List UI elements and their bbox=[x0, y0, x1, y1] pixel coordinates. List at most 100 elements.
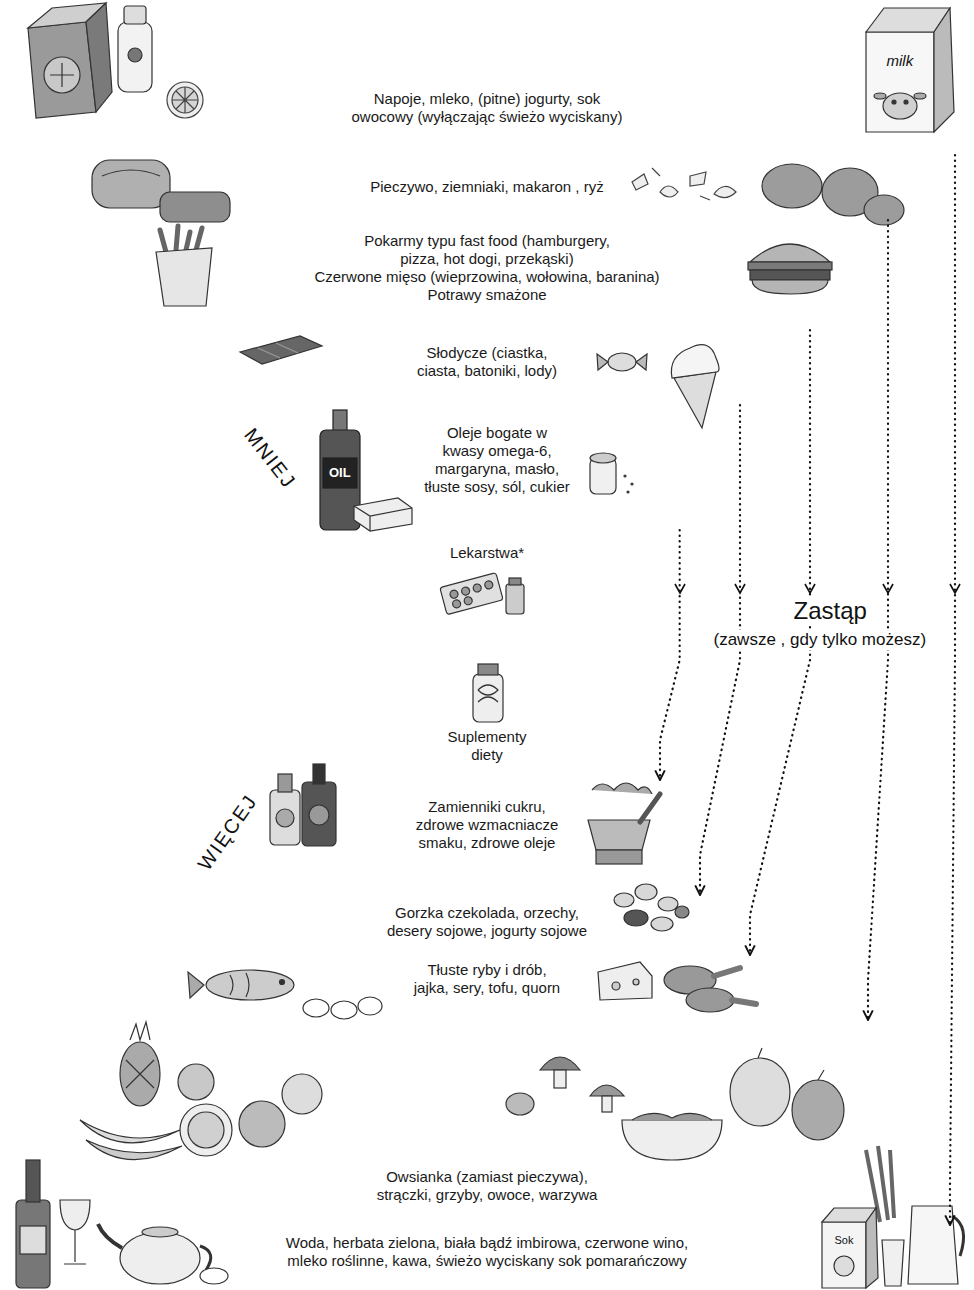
band-text: Pokarmy typu fast food (hamburgery, pizz… bbox=[327, 232, 647, 268]
medicines bbox=[484, 580, 494, 590]
potatoes bbox=[762, 164, 822, 208]
band-text: Lekarstwa* bbox=[450, 544, 524, 562]
orange-juice-carton bbox=[50, 63, 74, 87]
milk-carton bbox=[892, 100, 896, 104]
eggs bbox=[358, 997, 382, 1015]
drinks bbox=[16, 1200, 50, 1288]
mushrooms-and-vegetables bbox=[554, 1070, 566, 1088]
drinks bbox=[60, 1200, 90, 1230]
medicines bbox=[440, 573, 503, 615]
milk-carton bbox=[866, 32, 934, 132]
salt-shaker bbox=[631, 483, 633, 485]
fruits bbox=[239, 1101, 285, 1147]
potatoes bbox=[762, 164, 904, 225]
drumsticks bbox=[664, 966, 756, 1012]
band-text: Pieczywo, ziemniaki, makaron , ryż bbox=[370, 178, 603, 196]
butter bbox=[354, 506, 412, 531]
band-shape bbox=[81, 155, 893, 220]
medicines bbox=[449, 589, 459, 599]
pyramid-band: Woda, herbata zielona, biała bądź imbiro… bbox=[20, 1225, 954, 1290]
mortar-and-herbs bbox=[592, 783, 652, 794]
drumsticks bbox=[732, 1000, 756, 1004]
fruits bbox=[80, 1022, 322, 1160]
orange-juice-carton bbox=[28, 22, 96, 118]
fruits bbox=[178, 1064, 214, 1100]
replace-heading: Zastąp bbox=[791, 597, 870, 625]
band-text: Potrawy smażone bbox=[427, 286, 546, 304]
band-shape bbox=[264, 895, 709, 955]
oil-bottles bbox=[313, 764, 325, 784]
yogurt-bottle bbox=[124, 6, 146, 24]
oil-bottles bbox=[309, 805, 329, 825]
pasta bbox=[690, 172, 706, 186]
sweets bbox=[597, 345, 719, 428]
mushrooms-and-vegetables bbox=[758, 1048, 824, 1080]
hamburger bbox=[748, 244, 832, 294]
band-text: Zamienniki cukru, zdrowe wzmacniacze sma… bbox=[407, 798, 567, 852]
pasta bbox=[632, 168, 736, 200]
supplement-bottle bbox=[478, 685, 498, 702]
mushrooms-and-vegetables bbox=[730, 1058, 790, 1126]
replace-arrow bbox=[700, 405, 740, 895]
fruits bbox=[188, 1112, 224, 1148]
orange-juice-carton bbox=[44, 57, 80, 93]
fish bbox=[188, 972, 204, 998]
band-shape bbox=[290, 405, 683, 530]
medicines bbox=[509, 578, 521, 585]
band-text: Woda, herbata zielona, biała bądź imbiro… bbox=[237, 1234, 737, 1270]
oil-bottles bbox=[276, 809, 294, 827]
drinks bbox=[822, 1222, 866, 1288]
band-shape bbox=[67, 1020, 907, 1225]
mushrooms-and-vegetables bbox=[602, 1096, 612, 1112]
bread bbox=[160, 192, 230, 222]
orange-juice-carton bbox=[86, 3, 112, 112]
oil-bottles bbox=[270, 764, 336, 846]
eggs bbox=[331, 1001, 357, 1019]
salt-shaker bbox=[590, 453, 616, 463]
nuts bbox=[635, 884, 657, 900]
orange-slice bbox=[167, 82, 203, 118]
hamburger bbox=[752, 280, 828, 294]
carton-label: Sok bbox=[835, 1234, 854, 1247]
eggs bbox=[303, 997, 382, 1019]
chocolate-bar bbox=[240, 336, 322, 364]
fruits bbox=[120, 1042, 160, 1106]
sweets bbox=[608, 353, 636, 371]
band-text: Napoje, mleko, (pitne) jogurty, sok owoc… bbox=[337, 90, 637, 126]
cheese bbox=[633, 979, 639, 985]
medicines bbox=[461, 586, 471, 596]
milk-carton bbox=[934, 8, 954, 132]
pyramid-band: Pokarmy typu fast food (hamburgery, pizz… bbox=[135, 220, 838, 330]
pyramid-band: Słodycze (ciastka, ciasta, batoniki, lod… bbox=[228, 330, 747, 405]
medicines bbox=[506, 584, 524, 614]
bottle-label: OIL bbox=[329, 466, 351, 481]
salt-shaker bbox=[627, 491, 629, 493]
mushrooms-and-vegetables bbox=[622, 1120, 722, 1160]
fruits bbox=[282, 1074, 322, 1114]
band-text: Czerwone mięso (wieprzowina, wołowina, b… bbox=[314, 268, 659, 286]
pasta bbox=[714, 186, 736, 197]
band-shape bbox=[395, 530, 579, 640]
fish bbox=[230, 973, 249, 997]
fruits bbox=[126, 1060, 154, 1088]
pyramid-band: Zamienniki cukru, zdrowe wzmacniacze sma… bbox=[308, 780, 666, 895]
medicines bbox=[472, 583, 482, 593]
mortar-and-herbs bbox=[640, 794, 660, 822]
orange-slice bbox=[172, 87, 198, 113]
fish bbox=[188, 970, 294, 1000]
cheese bbox=[598, 962, 652, 1000]
mushrooms-and-vegetables bbox=[506, 1093, 534, 1115]
drinks bbox=[20, 1226, 46, 1254]
supplement-bottle bbox=[478, 664, 498, 675]
drinks bbox=[200, 1246, 211, 1270]
sweets bbox=[597, 354, 608, 370]
nuts bbox=[675, 906, 689, 918]
oil-bottles bbox=[278, 774, 292, 792]
carton-label: milk bbox=[887, 52, 914, 69]
drinks bbox=[882, 1240, 904, 1286]
band-shape bbox=[20, 1225, 954, 1290]
cheese bbox=[598, 962, 652, 1000]
replace-arrow bbox=[868, 220, 888, 1020]
pyramid-band: Suplementy diety bbox=[392, 650, 582, 780]
orange-juice-carton bbox=[28, 3, 112, 118]
